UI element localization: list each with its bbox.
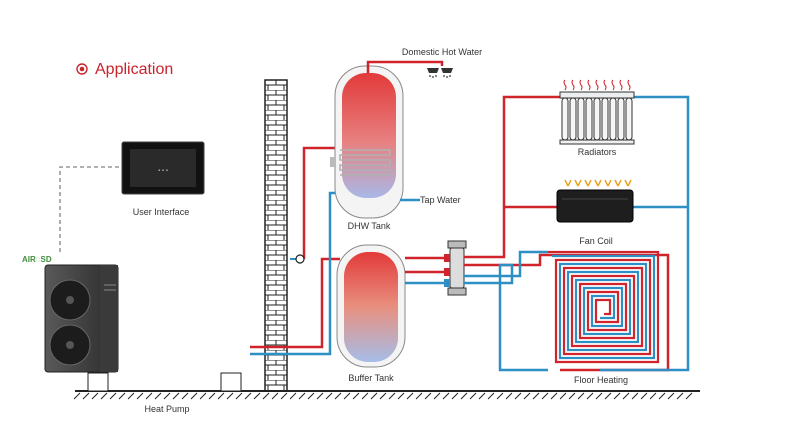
label-radiators: Radiators — [578, 147, 617, 157]
label-floor-heating: Floor Heating — [574, 375, 628, 385]
floor-heating-loop — [548, 250, 660, 364]
dhw-tank — [330, 65, 404, 219]
label-heat-pump: Heat Pump — [144, 404, 189, 414]
fan-coil-unit — [556, 179, 634, 223]
label-buffer-tank: Buffer Tank — [348, 373, 394, 383]
outdoor-stand — [220, 372, 242, 392]
ground-hatch — [73, 392, 693, 400]
page-title: Application — [95, 61, 173, 78]
radiator-unit — [559, 79, 635, 145]
distribution-pipes — [464, 95, 690, 372]
valve-icon — [295, 254, 305, 264]
label-dhw-tank: DHW Tank — [348, 221, 391, 231]
title-bullet-icon — [76, 63, 88, 75]
svg-text:▪ ▪ ▪: ▪ ▪ ▪ — [158, 168, 168, 174]
ground — [73, 390, 700, 400]
user-interface-device: ▪ ▪ ▪ — [121, 141, 205, 195]
heat-pump-unit — [44, 264, 119, 392]
label-user-interface: User Interface — [133, 207, 190, 217]
primary-pipes — [250, 146, 340, 356]
buffer-to-manifold-pipes — [405, 256, 447, 285]
brand-logo: AIR◌SD — [22, 255, 52, 264]
title-group: Application — [76, 61, 173, 78]
label-tap-water: Tap Water — [420, 195, 461, 205]
title-bullet-dot — [79, 66, 85, 72]
domestic-hot-water-outlet — [366, 60, 453, 78]
label-domestic-hot-water: Domestic Hot Water — [402, 47, 482, 57]
brick-wall — [264, 79, 288, 392]
label-fan-coil: Fan Coil — [579, 236, 613, 246]
shower-head-icon — [427, 68, 453, 78]
manifold-valve — [444, 240, 467, 296]
buffer-tank — [336, 244, 406, 368]
control-cable — [59, 166, 122, 252]
